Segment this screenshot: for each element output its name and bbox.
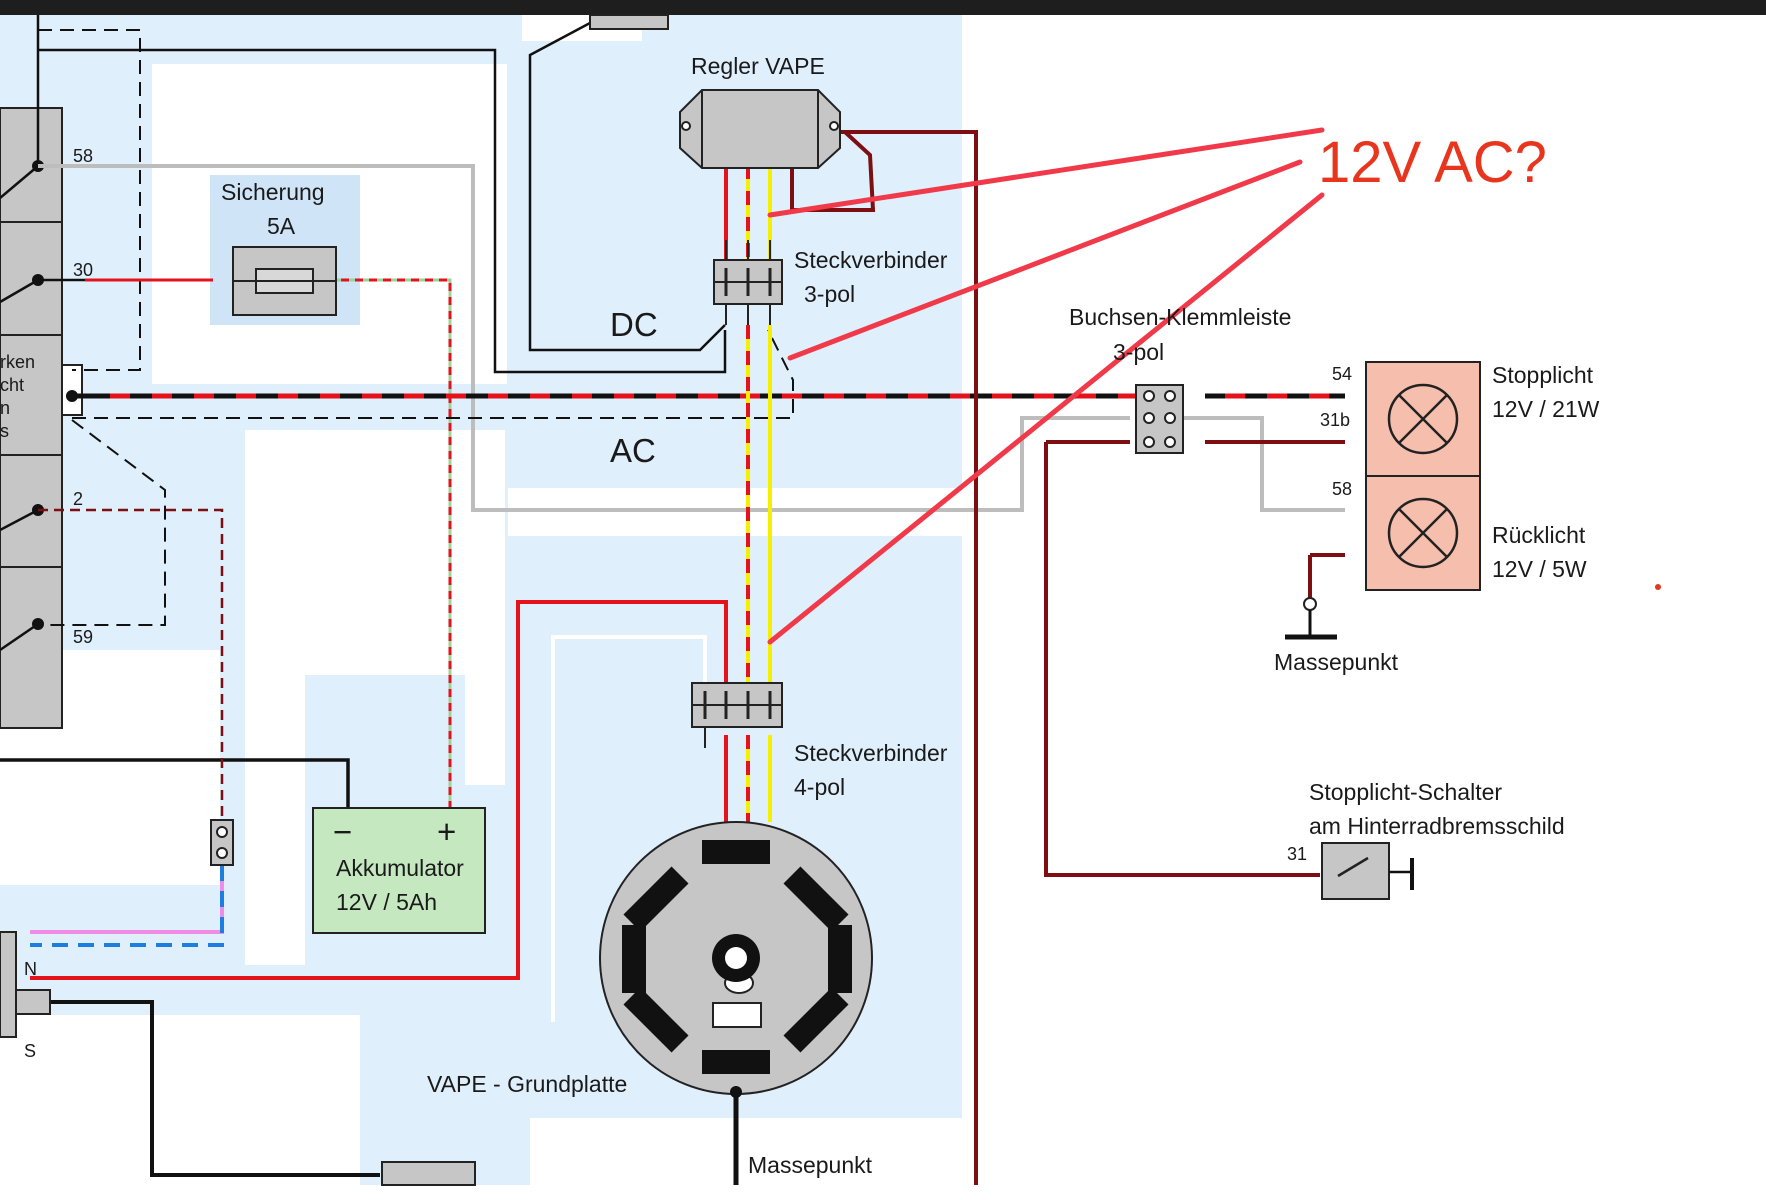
akku-label: Akkumulator (336, 855, 464, 881)
buchsen-sub: 3-pol (1113, 339, 1164, 365)
wires (0, 13, 1345, 1185)
terminal-59: 59 (73, 627, 93, 647)
switch-text-2: cht (0, 375, 24, 395)
buchsen-label: Buchsen-Klemmleiste (1069, 304, 1291, 330)
stecker3-sub: 3-pol (804, 281, 855, 307)
akku-rating: 12V / 5Ah (336, 889, 437, 915)
schalter-label: Stopplicht-Schalter (1309, 779, 1502, 805)
annotation-text: 12V AC? (1318, 130, 1547, 195)
stopplicht-rating: 12V / 21W (1492, 396, 1600, 422)
terminal-31b: 31b (1320, 410, 1350, 430)
terminal-2: 2 (73, 489, 83, 509)
massepunkt-bottom-label: Massepunkt (748, 1152, 873, 1178)
stopplicht-label: Stopplicht (1492, 362, 1594, 388)
components (0, 14, 1661, 1186)
stecker3-label: Steckverbinder (794, 247, 948, 273)
switch-text-3: n (0, 398, 10, 418)
akku-minus: − (333, 813, 352, 850)
ruecklicht-rating: 12V / 5W (1492, 556, 1587, 582)
stecker4-sub: 4-pol (794, 774, 845, 800)
switch-text-4: s (0, 421, 9, 441)
ruecklicht-label: Rücklicht (1492, 522, 1586, 548)
terminal-s: S (24, 1041, 36, 1061)
massepunkt-right-label: Massepunkt (1274, 649, 1399, 675)
ac-label: AC (610, 432, 656, 469)
akku-plus: + (437, 813, 456, 850)
terminal-58: 58 (73, 146, 93, 166)
dc-label: DC (610, 306, 658, 343)
sicherung-label: Sicherung (221, 179, 325, 205)
regler-label: Regler VAPE (691, 53, 825, 79)
sicherung-value: 5A (267, 213, 296, 239)
top-bar (0, 0, 1766, 15)
terminal-30: 30 (73, 260, 93, 280)
terminal-31: 31 (1287, 844, 1307, 864)
terminal-58-right: 58 (1332, 479, 1352, 499)
stecker4-label: Steckverbinder (794, 740, 948, 766)
switch-text-1: rken (0, 352, 35, 372)
schalter-sub: am Hinterradbremsschild (1309, 813, 1565, 839)
terminal-54: 54 (1332, 364, 1352, 384)
labels: Regler VAPE Sicherung 5A Steckverbinder … (0, 53, 1600, 1178)
annotation-arrows (767, 127, 1325, 645)
terminal-n: N (24, 959, 37, 979)
grundplatte-label: VAPE - Grundplatte (427, 1071, 627, 1097)
